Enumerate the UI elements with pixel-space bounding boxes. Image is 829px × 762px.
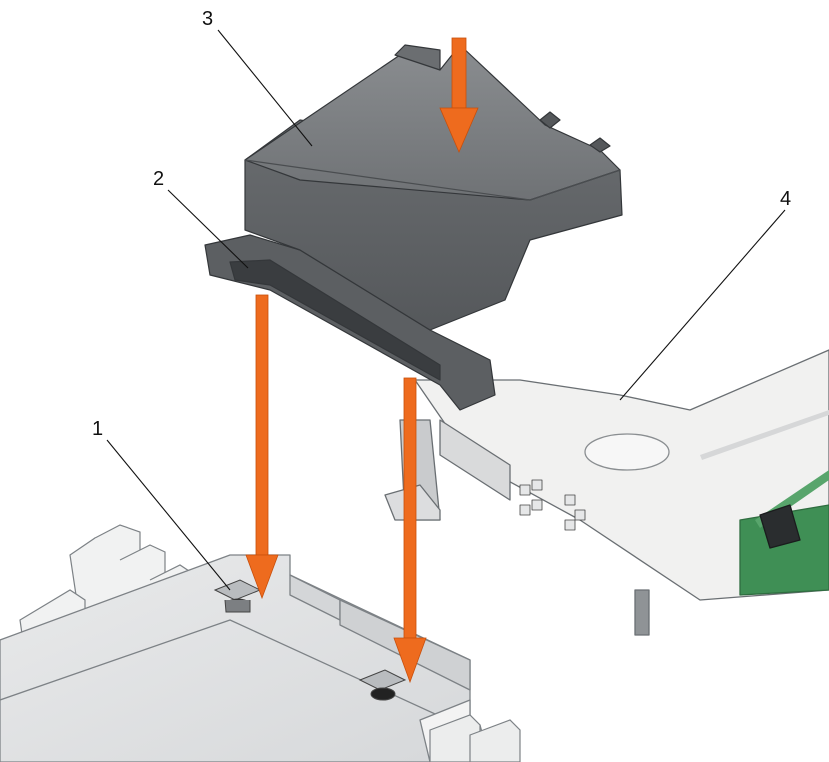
down-arrow-socket-1-icon [245, 294, 279, 600]
down-arrow-socket-2-icon [393, 377, 427, 684]
callout-4-label: 4 [780, 188, 791, 210]
air-shroud [204, 44, 623, 411]
callout-2-label: 2 [153, 168, 164, 190]
leader-4 [619, 209, 786, 401]
callout-leaders [106, 29, 786, 591]
retention-socket-2 [358, 669, 407, 701]
leader-2 [167, 189, 249, 269]
expansion-card-riser [384, 349, 829, 636]
insertion-arrows [245, 37, 479, 684]
leader-1 [106, 439, 231, 591]
leader-3 [217, 29, 313, 147]
callout-3-label: 3 [202, 8, 213, 30]
callout-1-label: 1 [92, 418, 103, 440]
down-arrow-top-icon [439, 37, 479, 154]
callout-numbers: 1 2 3 4 [92, 8, 791, 440]
retention-socket-1 [213, 579, 262, 613]
heatsink-base-fins [429, 714, 521, 762]
